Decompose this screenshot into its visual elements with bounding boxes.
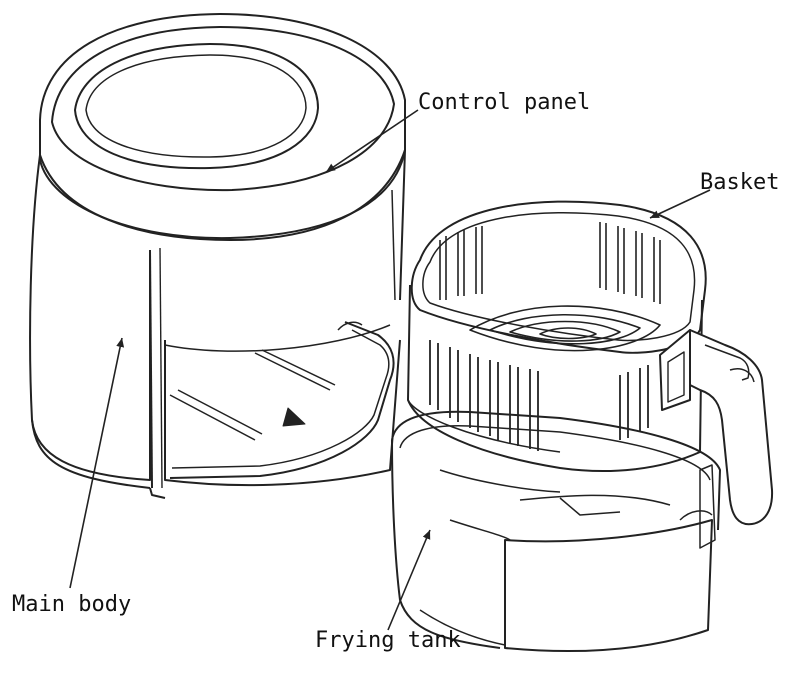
basket-label: Basket (700, 170, 780, 195)
control-panel-label: Control panel (418, 90, 591, 115)
leader-lines (69, 109, 711, 631)
frying-tank-leader (387, 529, 431, 631)
main-body-label: Main body (12, 592, 132, 617)
frying-tank-part (391, 410, 721, 652)
basket-leader (649, 189, 711, 219)
main-body-leader (69, 337, 125, 589)
frying-tank-label: Frying tank (315, 628, 461, 653)
control-panel-leader (325, 109, 419, 173)
main-body-part (29, 13, 406, 499)
basket-part (407, 200, 774, 526)
